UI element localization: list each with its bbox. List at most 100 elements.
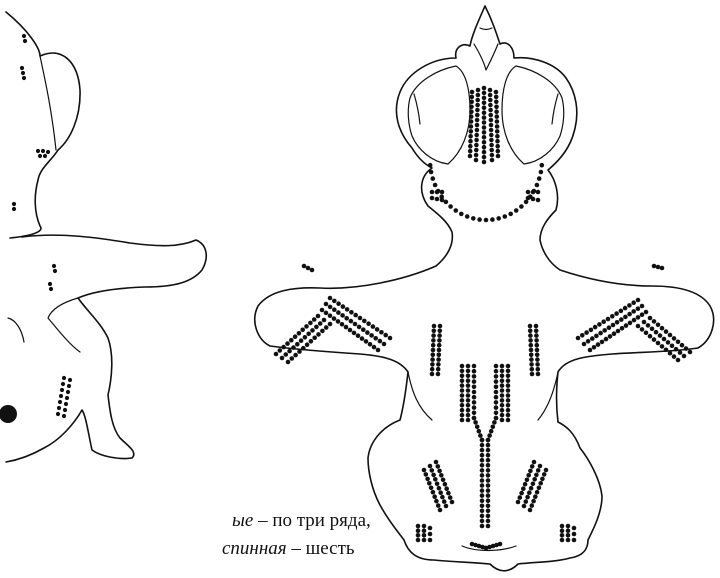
spinal-tract-dot xyxy=(466,364,471,369)
head-tract-dot xyxy=(482,135,487,140)
ankle-tract-dot xyxy=(560,533,565,538)
mandible-tract-dot xyxy=(519,204,524,209)
left-wing-tract-dot xyxy=(297,331,302,336)
spinal-tract-dot xyxy=(466,383,471,388)
left-wing-tract-dot xyxy=(322,318,327,323)
left-wing-tract-dot xyxy=(358,316,363,321)
wingtip-dot xyxy=(302,264,307,269)
left-wing-tract-dot xyxy=(328,305,333,310)
humeral-tract-dot xyxy=(529,353,534,358)
humeral-tract-dot xyxy=(529,362,534,367)
spinal-tract-dot xyxy=(472,390,477,395)
caption-line-1-italic: ые xyxy=(232,510,253,531)
cheek-tract-dot xyxy=(440,190,445,195)
spinal-tract-dot xyxy=(487,433,492,438)
left-wing-tract-dot xyxy=(304,324,309,329)
left-wing-tract-dot xyxy=(376,348,381,353)
spinal-tract-dot xyxy=(486,448,491,453)
spinal-tract-dot xyxy=(480,498,485,503)
femoral-tract-dot xyxy=(531,499,536,504)
left-wing-tract-dot xyxy=(310,328,315,333)
spinal-tract-dot xyxy=(472,385,477,390)
left-wing-tract-dot xyxy=(301,346,306,351)
femoral-tract-dot xyxy=(441,478,446,483)
right-wing-tract-dot xyxy=(610,314,615,319)
left-wing-tract-dot xyxy=(316,314,321,319)
ankle-tract-dot xyxy=(422,533,427,538)
right-wing-tract-dot xyxy=(636,315,641,320)
head-tract-dot xyxy=(482,145,487,150)
spinal-tract-dot xyxy=(506,378,511,383)
left-wing-tract-dot xyxy=(328,322,333,327)
mandible-tract-dot xyxy=(428,163,433,168)
spinal-tract-dot xyxy=(466,374,471,379)
spinal-tract-dot xyxy=(494,374,499,379)
right-wing-tract-dot xyxy=(601,319,606,324)
head-tract-dot xyxy=(469,119,474,124)
femoral-tract-dot xyxy=(440,495,445,500)
left-wing-tract-dot xyxy=(356,333,361,338)
humeral-tract-dot xyxy=(430,362,435,367)
ankle-tract-dot xyxy=(428,538,433,543)
left-wing-tract-dot xyxy=(336,319,341,324)
spinal-tract-dot xyxy=(486,488,491,493)
head-tract-dot xyxy=(468,149,473,154)
spinal-tract-dot xyxy=(486,478,491,483)
spinal-tract-dot xyxy=(460,369,465,374)
humeral-tract-dot xyxy=(430,367,435,372)
head-tract-dot xyxy=(469,109,474,114)
spinal-tract-dot xyxy=(500,408,505,413)
right-wing-tract-dot xyxy=(636,298,641,303)
femoral-tract-dot xyxy=(430,468,435,473)
spinal-tract-dot xyxy=(466,418,471,423)
head-tract-dot xyxy=(496,149,501,154)
humeral-tract-dot xyxy=(534,329,539,334)
spinal-tract-dot xyxy=(506,369,511,374)
spinal-tract-dot xyxy=(475,425,480,430)
femoral-tract-dot xyxy=(431,490,436,495)
left-wing-tract-dot xyxy=(324,302,329,307)
spinal-tract-dot xyxy=(472,411,477,416)
head-tract-dot xyxy=(482,120,487,125)
dorsal-right-eye-outline xyxy=(502,66,564,164)
cheek-tract-dot xyxy=(430,190,435,195)
right-wing-tract-dot xyxy=(672,336,677,341)
right-wing-tract-dot xyxy=(627,312,632,317)
ankle-tract-dot xyxy=(416,524,421,529)
left-wing-tract-dot xyxy=(305,342,310,347)
humeral-tract-dot xyxy=(535,357,540,362)
right-wing-tract-dot xyxy=(624,323,629,328)
spinal-tract-dot xyxy=(460,403,465,408)
right-wing-tract-dot xyxy=(589,328,594,333)
right-wing-tract-dot xyxy=(660,344,665,349)
head-tract-dot xyxy=(495,139,500,144)
caption-line-1: ые – по три ряда, xyxy=(232,508,371,534)
ankle-tract-dot xyxy=(428,532,433,537)
right-wing-tract-dot xyxy=(623,306,628,311)
spinal-tract-dot xyxy=(492,420,497,425)
spinal-tract-dot xyxy=(486,524,491,529)
ankle-tract-dot xyxy=(416,533,421,538)
right-wing-tract-dot xyxy=(607,325,612,330)
spinal-tract-dot xyxy=(486,438,491,443)
left-wing-tract-dot xyxy=(340,313,345,318)
head-tract-dot xyxy=(475,113,480,118)
dorsal-left-eye-mark xyxy=(414,94,420,124)
spinal-tract-dot xyxy=(500,388,505,393)
head-tract-dot xyxy=(489,138,494,143)
humeral-tract-dot xyxy=(529,357,534,362)
left-wing-tract-dot xyxy=(368,342,373,347)
right-wing-tract-dot xyxy=(631,309,636,314)
spinal-tract-dot xyxy=(480,443,485,448)
spinal-tract-dot xyxy=(506,374,511,379)
head-tract-dot xyxy=(482,96,487,101)
head-tract-dot xyxy=(475,108,480,113)
caption-line-2-text: – шесть xyxy=(287,538,355,559)
right-wing-tract-dot xyxy=(611,323,616,328)
humeral-tract-dot xyxy=(438,329,443,334)
humeral-tract-dot xyxy=(431,348,436,353)
spinal-tract-dot xyxy=(466,403,471,408)
right-wing-tract-dot xyxy=(682,354,687,359)
caption-line-1-text: – по три ряда, xyxy=(253,510,370,531)
femoral-tract-dot xyxy=(439,473,444,478)
